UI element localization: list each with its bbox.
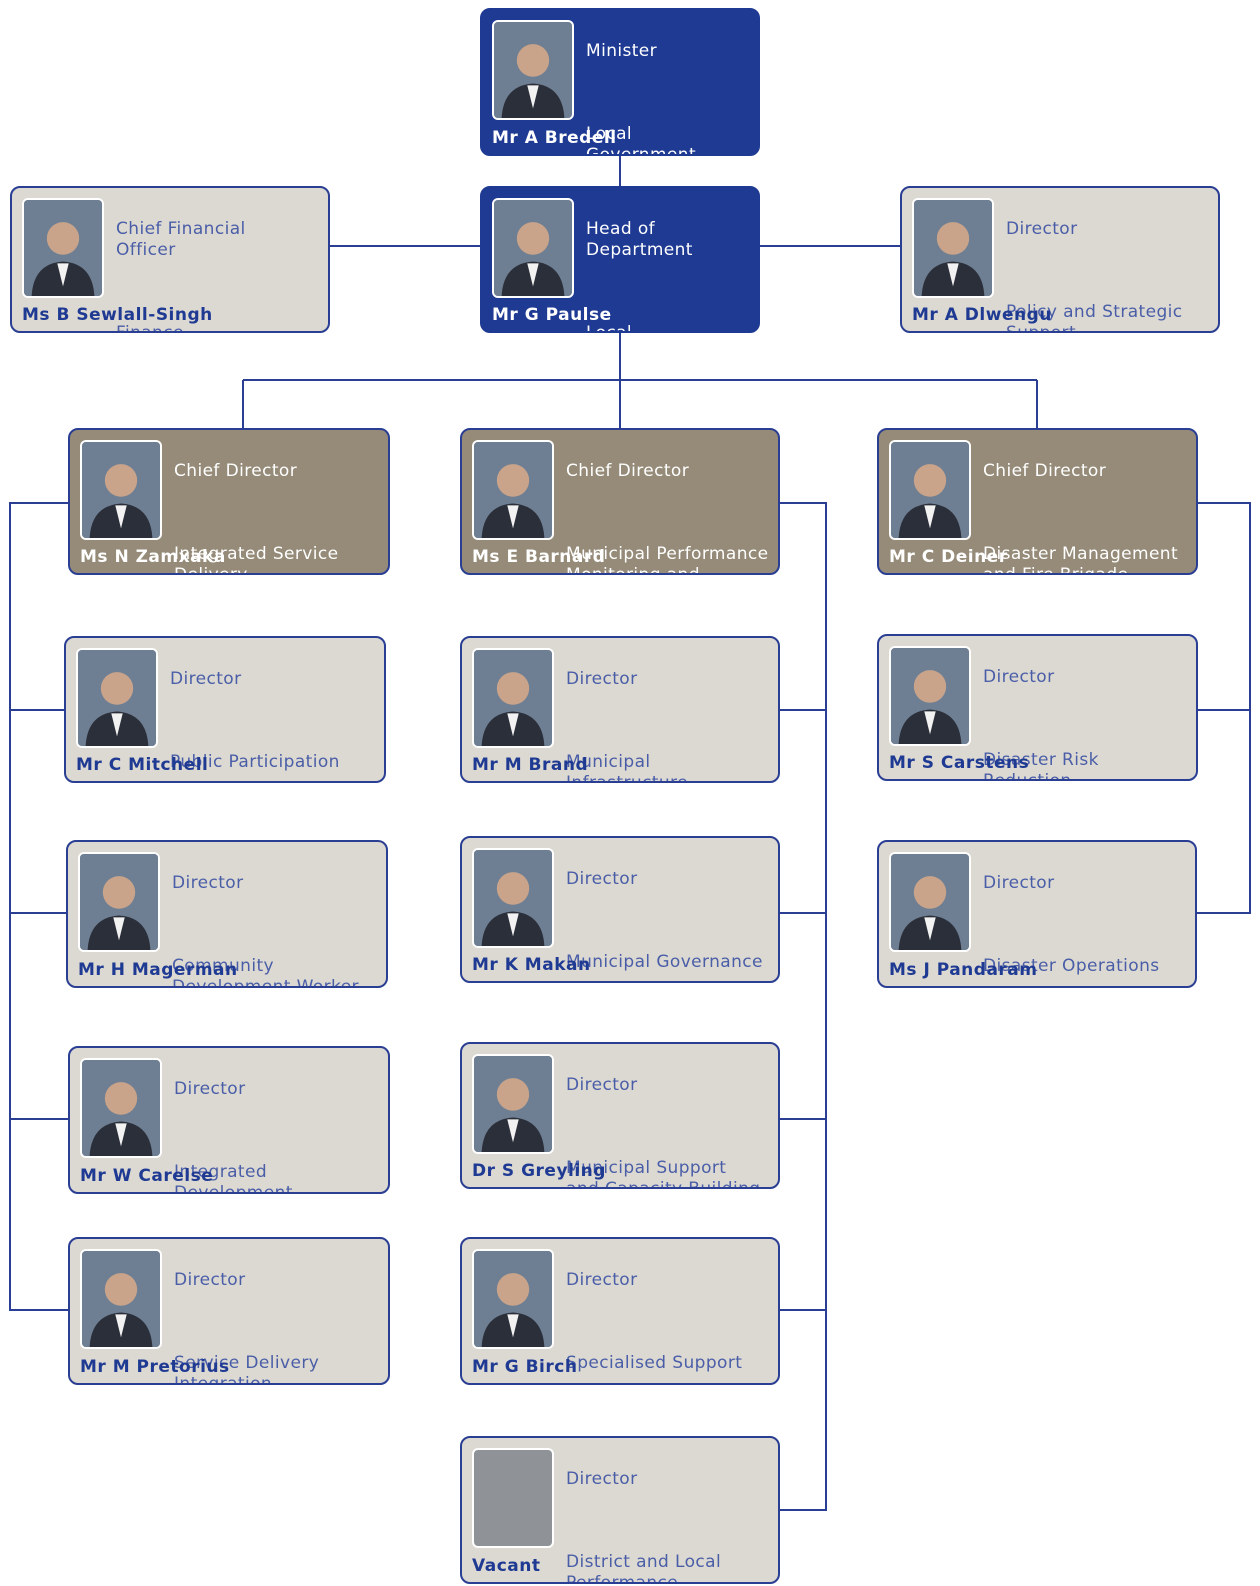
org-card-cd1: Chief Director Integrated Service Delive… <box>68 428 390 575</box>
position-title: Director <box>983 873 1055 893</box>
person-photo-icon <box>912 198 994 298</box>
person-photo-icon <box>472 440 554 540</box>
person-photo-icon <box>80 1249 162 1349</box>
position-title: Director <box>983 667 1055 687</box>
unit-name: Specialised Support <box>566 1353 743 1373</box>
position-title: Chief Financial Officer <box>116 219 246 260</box>
person-photo-icon <box>472 848 554 948</box>
org-card-d4: Director Service Delivery Integration Mr… <box>68 1237 390 1385</box>
unit-name: Finance <box>116 323 184 333</box>
position-title: Director <box>1006 219 1078 239</box>
org-card-hod: Head of Department Local Government Mr G… <box>480 186 760 333</box>
person-name: Vacant <box>472 1556 541 1576</box>
position-title: Minister <box>586 41 658 61</box>
position-title: Chief Director <box>174 461 298 481</box>
position-title: Director <box>566 1270 638 1290</box>
person-name: Ms B Sewlall-Singh <box>22 305 213 325</box>
person-name: Mr M Pretorius <box>80 1357 230 1377</box>
position-title: Director <box>566 669 638 689</box>
unit-name: Local Government <box>586 124 697 156</box>
org-card-d11: Director Disaster Operations Ms J Pandar… <box>877 840 1197 988</box>
unit-name: Municipal Governance <box>566 952 763 972</box>
position-title: Director <box>566 869 638 889</box>
unit-name: Municipal Performance Monitoring and Sup… <box>566 544 769 575</box>
org-card-d1: Director Public Participation Mr C Mitch… <box>64 636 386 783</box>
person-name: Mr A Bredell <box>492 128 617 148</box>
person-photo-icon <box>889 852 971 952</box>
person-name: Mr A Dlwengu <box>912 305 1052 325</box>
person-photo-icon <box>889 646 971 746</box>
position-title: Chief Director <box>566 461 690 481</box>
unit-name: Municipal Infrastructure <box>566 752 688 783</box>
person-photo-icon <box>80 440 162 540</box>
position-title: Chief Director <box>983 461 1107 481</box>
org-card-d9: Director District and Local Performance … <box>460 1436 780 1584</box>
person-photo-icon <box>76 648 158 748</box>
person-photo-icon <box>472 1249 554 1349</box>
person-photo-icon <box>492 20 574 120</box>
org-card-d5: Director Municipal Infrastructure Mr M B… <box>460 636 780 783</box>
unit-name: Service Delivery Integration <box>174 1353 320 1385</box>
org-card-minister: Minister Local Government Mr A Bredell <box>480 8 760 156</box>
person-photo-icon <box>472 1054 554 1154</box>
org-card-d10: Director Disaster Risk Reduction Mr S Ca… <box>877 634 1198 781</box>
org-card-psp: Director Policy and Strategic Support Mr… <box>900 186 1220 333</box>
unit-name: Municipal Support and Capacity Building <box>566 1158 761 1189</box>
person-photo-icon <box>22 198 104 298</box>
person-name: Mr M Brand <box>472 755 589 775</box>
unit-name: District and Local Performance Monitorin… <box>566 1552 722 1584</box>
person-name: Mr S Carstens <box>889 753 1030 773</box>
unit-name: Public Participation <box>170 752 340 772</box>
unit-name: Disaster Operations <box>983 956 1160 976</box>
person-name: Mr G Birch <box>472 1357 578 1377</box>
org-card-cd2: Chief Director Municipal Performance Mon… <box>460 428 780 575</box>
org-card-d6: Director Municipal Governance Mr K Makan <box>460 836 780 983</box>
person-photo-icon <box>889 440 971 540</box>
person-name: Dr S Greyling <box>472 1161 606 1181</box>
unit-name: Integrated Service Delivery <box>174 544 339 575</box>
person-photo-icon <box>80 1058 162 1158</box>
unit-name: Disaster Risk Reduction <box>983 750 1099 781</box>
org-card-cd3: Chief Director Disaster Management and F… <box>877 428 1198 575</box>
unit-name: Disaster Management and Fire Brigade Ser… <box>983 544 1179 575</box>
person-name: Ms E Barnard <box>472 547 606 567</box>
org-card-d3: Director Integrated Development Planning… <box>68 1046 390 1194</box>
unit-name: Local Government <box>586 323 633 333</box>
position-title: Director <box>170 669 242 689</box>
unit-name: Policy and Strategic Support <box>1006 302 1183 333</box>
person-name: Mr G Paulse <box>492 305 612 325</box>
org-card-d7: Director Municipal Support and Capacity … <box>460 1042 780 1189</box>
position-title: Director <box>566 1075 638 1095</box>
position-title: Director <box>174 1079 246 1099</box>
person-name: Mr C Mitchell <box>76 755 209 775</box>
position-title: Director <box>566 1469 638 1489</box>
person-name: Mr C Deiner <box>889 547 1008 567</box>
position-title: Director <box>172 873 244 893</box>
vacant-photo-placeholder <box>472 1448 554 1548</box>
org-card-d8: Director Specialised Support Mr G Birch <box>460 1237 780 1385</box>
person-name: Mr W Carelse <box>80 1166 214 1186</box>
org-card-cfo: Chief Financial Officer Finance Ms B Sew… <box>10 186 330 333</box>
person-name: Mr K Makan <box>472 955 591 975</box>
org-card-d2: Director Community Development Worker Pr… <box>66 840 388 988</box>
person-photo-icon <box>78 852 160 952</box>
person-photo-icon <box>472 648 554 748</box>
position-title: Head of Department <box>586 219 693 260</box>
unit-name: Community Development Worker Programme <box>172 956 359 988</box>
person-photo-icon <box>492 198 574 298</box>
person-name: Mr H Magerman <box>78 960 238 980</box>
person-name: Ms J Pandaram <box>889 960 1038 980</box>
position-title: Director <box>174 1270 246 1290</box>
person-name: Ms N Zamxaka <box>80 547 226 567</box>
unit-name: Integrated Development Planning <box>174 1162 293 1194</box>
